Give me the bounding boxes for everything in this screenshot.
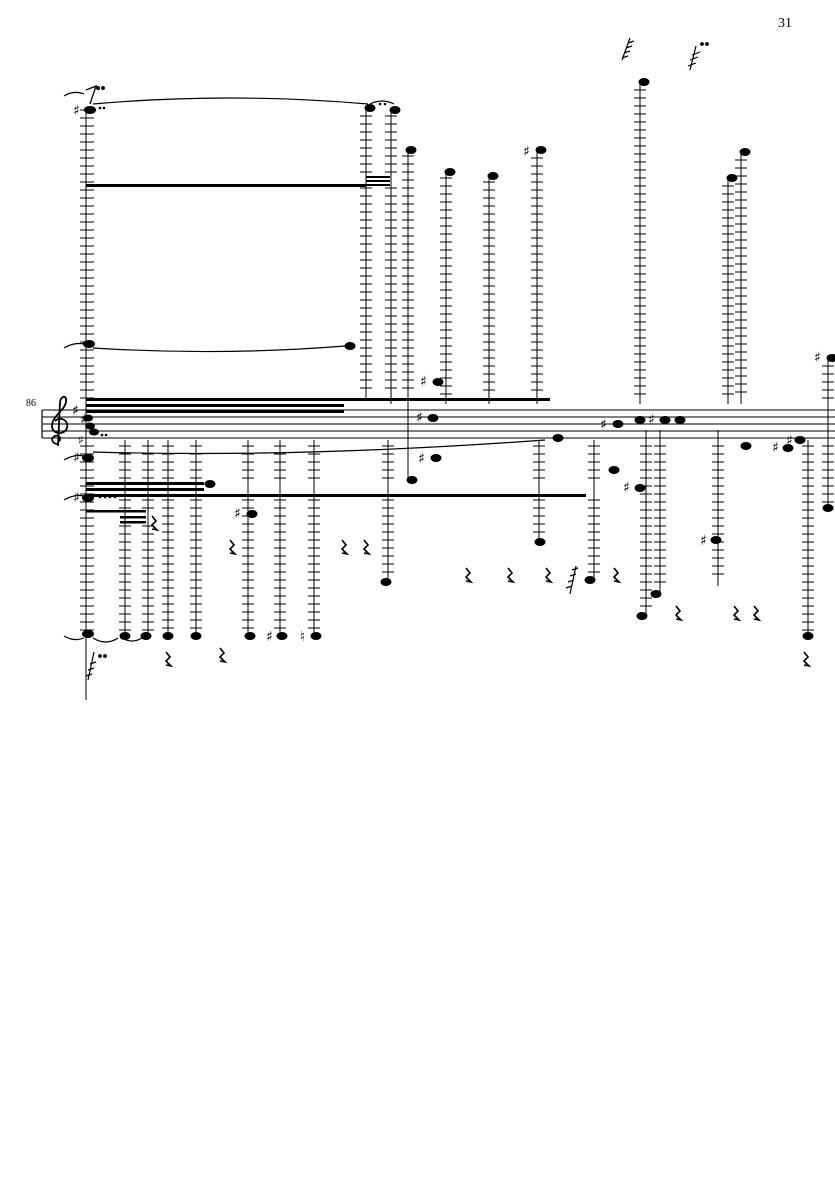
staff bbox=[41, 409, 835, 439]
notes-column-1: ♯ ♯ ♯ bbox=[73, 103, 117, 638]
svg-text:♯: ♯ bbox=[416, 410, 423, 426]
svg-text:♯: ♯ bbox=[234, 506, 241, 522]
rest-icon bbox=[85, 84, 105, 105]
svg-text:♯: ♯ bbox=[73, 490, 80, 506]
beam-icon bbox=[86, 176, 586, 524]
svg-text:♯: ♯ bbox=[78, 433, 84, 447]
tie-icon bbox=[63, 91, 546, 643]
ledger-lines bbox=[119, 89, 834, 631]
svg-text:♯: ♯ bbox=[523, 144, 530, 160]
svg-text:♯: ♯ bbox=[600, 417, 607, 433]
flag-rests bbox=[85, 37, 709, 681]
svg-text:♯: ♯ bbox=[814, 350, 821, 366]
svg-text:♯: ♯ bbox=[623, 480, 630, 496]
svg-text:♮: ♮ bbox=[300, 629, 305, 645]
svg-text:♯: ♯ bbox=[420, 374, 427, 390]
svg-text:♯: ♯ bbox=[73, 450, 80, 466]
sharp-icon: ♯ bbox=[80, 412, 87, 428]
sharp-icon: ♯ bbox=[72, 403, 79, 419]
rest-icon bbox=[150, 515, 812, 668]
svg-text:♯: ♯ bbox=[772, 440, 779, 456]
svg-text:♯: ♯ bbox=[266, 629, 273, 645]
svg-text:♯: ♯ bbox=[73, 103, 80, 119]
treble-clef-icon bbox=[51, 395, 69, 447]
svg-text:♯: ♯ bbox=[700, 533, 707, 549]
svg-text:♯: ♯ bbox=[648, 412, 655, 428]
page-number: 31 bbox=[778, 16, 792, 31]
svg-text:♯: ♯ bbox=[786, 433, 793, 449]
measure-number: 86 bbox=[26, 398, 36, 409]
noteheads: ♯ ♯ ♯ ♯ ♯ ♯ ♯ ♯ ♯ bbox=[119, 78, 835, 645]
svg-text:♯: ♯ bbox=[418, 451, 425, 467]
key-signature: ♯ ♯ bbox=[72, 403, 87, 428]
